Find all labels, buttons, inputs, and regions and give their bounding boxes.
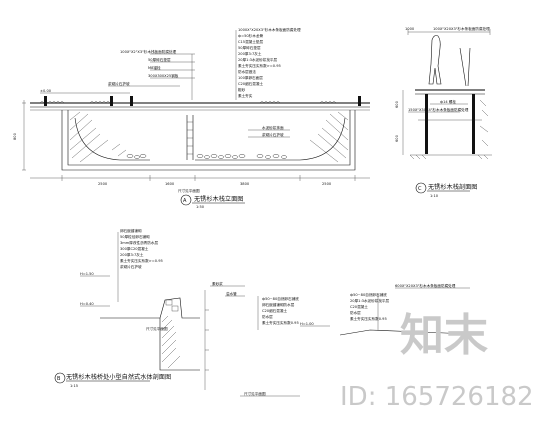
callout-mid-0: 1000X"X20X3"杉木木条板面防腐处理 xyxy=(238,27,301,32)
watermark: 知末 ID: 165726182 xyxy=(340,310,534,412)
section-b-scale: 1:15 xyxy=(70,384,78,388)
callout-mid-8: 100厚卵石面层 xyxy=(238,75,263,80)
b-callout-1: 50厚粒径卵石铺砌 xyxy=(120,234,150,239)
level-a: ±0.00 xyxy=(40,89,52,93)
section-a-title: A 无锈杉木栈立面图 1:50 xyxy=(180,194,245,209)
section-a-number: A xyxy=(183,198,187,204)
section-b-detail: 卵石嵌缝铺砌 50厚粒径卵石铺砌 3mm厚改性沥青防水层 300厚C20混凝土 … xyxy=(54,228,300,397)
callout-mid-4: 200厚3:7灰土 xyxy=(238,51,262,56)
callouts-middle: 1000X"X20X3"杉木木条板面防腐处理 ф=50杉木龙骨 C15混凝土垫层… xyxy=(235,27,301,100)
callout-low-1: 浆砌片石护坡 xyxy=(262,132,284,137)
b-right-0: 素砂浆 xyxy=(212,281,223,286)
callouts-low: 水泥砂浆抹面 浆砌片石护坡 xyxy=(248,125,290,138)
section-c-detail: 1000 100X"X20X3"杉木条板面防腐处理 600 600 ф14 螺栓… xyxy=(395,26,492,198)
bottom-label: 尺寸见平面图 xyxy=(178,188,200,193)
b-right-6: 素土夯实压实系数0.95 xyxy=(262,320,299,325)
callout-mid-2: C15混凝土垫层 xyxy=(238,39,263,44)
hatch-right xyxy=(309,111,349,163)
dim-2: 1600 xyxy=(165,182,175,186)
d-callout-4: 素土夯实压实系数0.95 xyxy=(350,316,387,321)
b-level: H=1.50 xyxy=(80,272,94,276)
callout-mid-10: 粗砂 xyxy=(238,87,246,92)
c-dim-1: 600 xyxy=(395,100,399,108)
b-right-5: 防水层 xyxy=(262,314,273,319)
b-callouts: 卵石嵌缝铺砌 50厚粒径卵石铺砌 3mm厚改性沥青防水层 300厚C20混凝土 … xyxy=(117,228,163,302)
section-b-title-text: 无锈杉木栈桥处小型自然式水体剖面图 xyxy=(66,373,171,381)
ground-label: 浆砌片石护坡 xyxy=(108,81,130,86)
dim-3: 3800 xyxy=(240,182,250,186)
c-lower-label: 150X"X30X4"杉木木条板面防腐处理 xyxy=(408,107,469,112)
c-dim-2: 600 xyxy=(395,134,399,142)
b-callout-6: 浆砌片石护坡 xyxy=(120,264,142,269)
callout-mid-9: C20细石混凝土 xyxy=(238,81,263,86)
section-a-title-text: 无锈杉木栈立面图 xyxy=(194,195,244,203)
callout-top-2: M8锚栓 xyxy=(148,65,161,70)
section-c-title-text: 无锈杉木栈剖面图 xyxy=(428,183,478,191)
section-c-scale: 1:10 xyxy=(430,194,439,198)
watermark-brand: 知末 xyxy=(400,310,488,361)
b-callout-2: 3mm厚改性沥青防水层 xyxy=(120,240,158,245)
c-bolt-label: ф14 螺栓 xyxy=(440,99,456,104)
callout-top-0: 100X"X2"X3"杉木栈板面防腐处理 xyxy=(120,49,177,54)
b-callout-0: 卵石嵌缝铺砌 xyxy=(120,228,142,233)
section-a-elevation: 800 2500 1600 3800 2500 尺寸见平面图 100X"X2"X… xyxy=(13,27,370,209)
callout-mid-3: 50厚碎石垫层 xyxy=(238,45,261,50)
callout-mid-5: 20厚1:3水泥砂浆找平层 xyxy=(238,57,278,62)
section-c-number: C xyxy=(418,186,422,192)
watermark-id: ID: 165726182 xyxy=(340,382,534,412)
c-top-label: 100X"X20X3"杉木条板面防腐处理 xyxy=(433,26,490,31)
b-right-4: C20细石混凝土 xyxy=(262,308,287,313)
c-dim-top: 1000 xyxy=(405,27,415,31)
b-note: 尺寸见平面图 xyxy=(146,326,168,331)
callout-mid-11: 素土夯实 xyxy=(238,93,253,98)
dim-1: 2500 xyxy=(98,182,108,186)
callout-mid-1: ф=50杉木龙骨 xyxy=(238,33,263,38)
callout-top-1: 50厚碎石垫层 xyxy=(148,57,171,62)
callouts-top-left: 100X"X2"X3"杉木栈板面防腐处理 50厚碎石垫层 M8锚栓 300X30… xyxy=(40,49,195,100)
d-callout-2: C20混凝土 xyxy=(350,304,368,309)
callout-low-0: 水泥砂浆抹面 xyxy=(262,125,284,130)
dim-height: 800 xyxy=(13,132,17,140)
d-top-label: 600X"X20X3"杉木木条板面防腐处理 xyxy=(395,283,456,288)
d-callout-3: 防水层 xyxy=(350,310,361,315)
hatch-left xyxy=(69,111,127,163)
b-callout-5: 素土夯实压实系数>=0.95 xyxy=(120,258,163,263)
dim-4: 2500 xyxy=(322,182,332,186)
callout-top-3: 300X300X25钢板 xyxy=(148,73,179,78)
pebbles xyxy=(126,154,287,159)
b-bottom-note: 尺寸见平面图 xyxy=(244,391,266,396)
callout-mid-7: 防水层做法 xyxy=(238,69,256,74)
section-a-scale: 1:50 xyxy=(196,205,205,209)
callout-mid-6: 素土夯实压实系数>=0.95 xyxy=(238,63,281,68)
b-callout-4: 200厚3:7灰土 xyxy=(120,252,144,257)
b-level2: H=0.40 xyxy=(80,302,94,306)
b-right-2: ф50~80自然卵石铺底 xyxy=(262,296,299,301)
b-right-1: 溢水管 xyxy=(226,291,237,296)
section-b-number: B xyxy=(57,376,61,382)
b-right-3: 卵石嵌缝铺砌防水层 xyxy=(262,302,295,307)
d-callout-0: ф50~80自然卵石铺底 xyxy=(350,292,387,297)
section-d-detail: 600X"X20X3"杉木木条板面防腐处理 ф50~80自然卵石铺底 20厚1:… xyxy=(300,283,471,336)
d-level: H=1.00 xyxy=(300,322,314,326)
ladder xyxy=(186,115,194,160)
b-callout-3: 300厚C20混凝土 xyxy=(120,246,149,251)
d-callout-1: 20厚1:3水泥砂浆找平层 xyxy=(350,298,390,303)
